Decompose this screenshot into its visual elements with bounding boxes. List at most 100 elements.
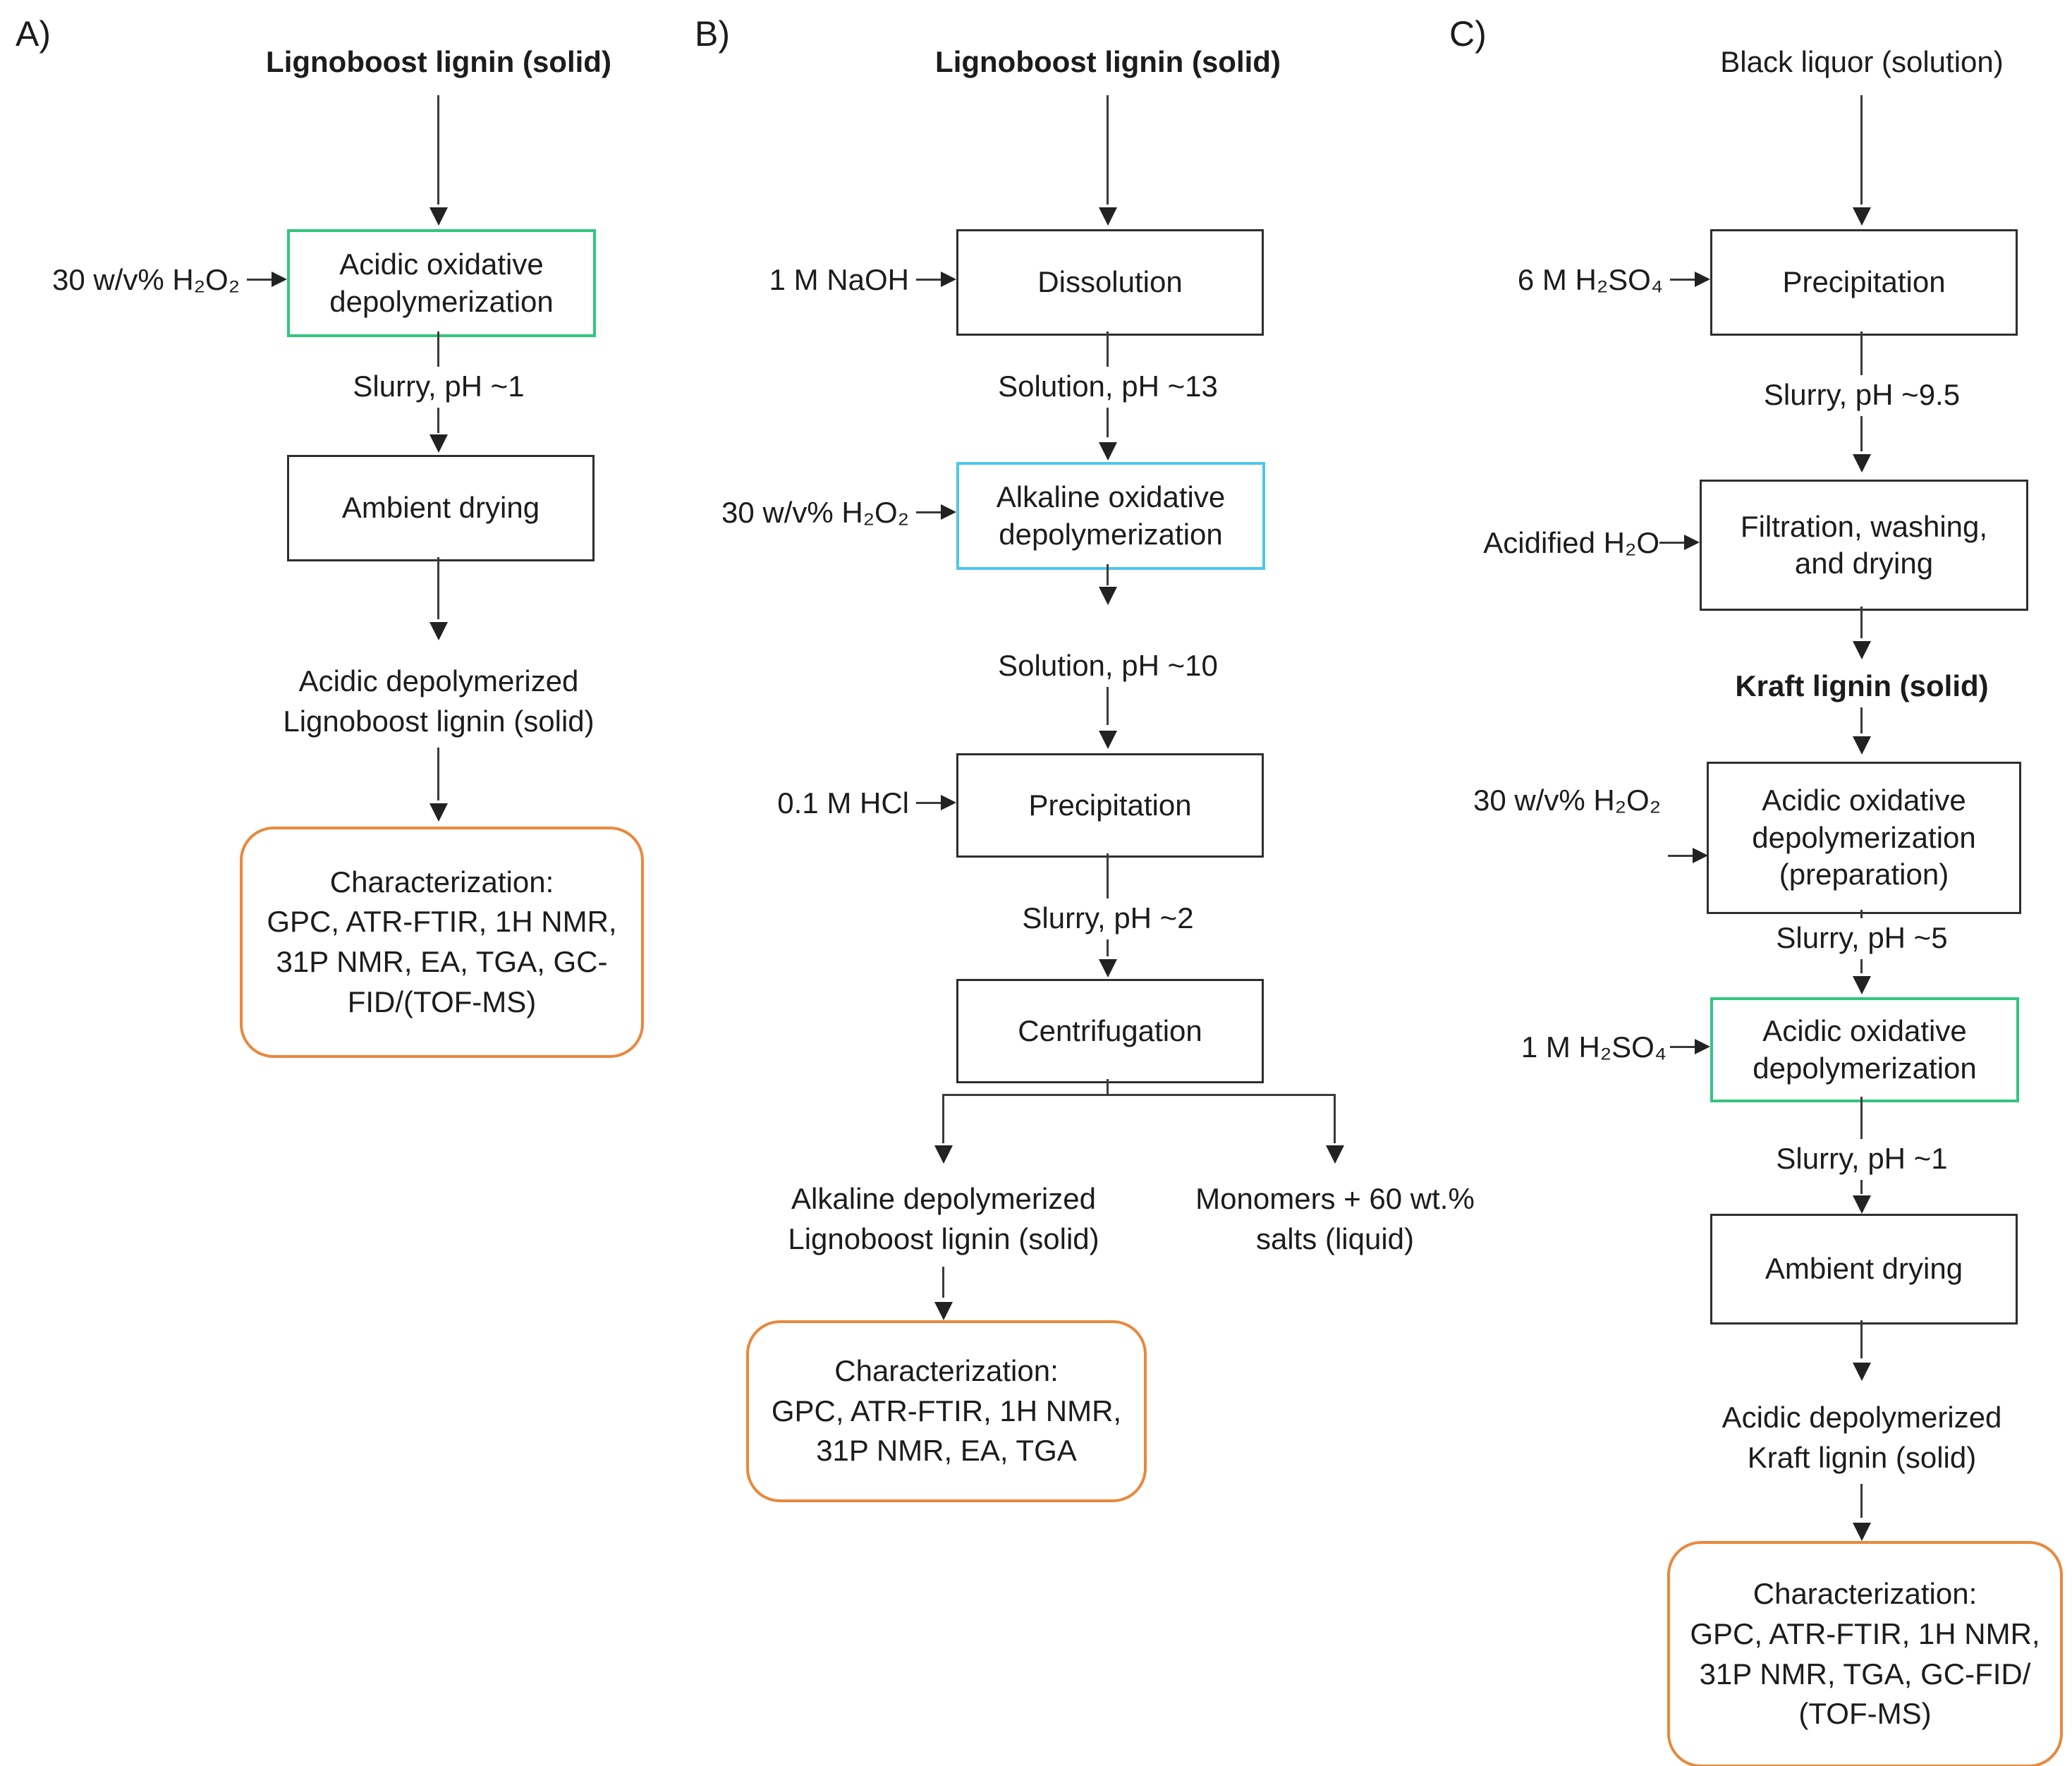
reagent-label-h2o2-c: 30 w/v% H₂O₂ [1473,784,1661,817]
state-label-slurry-ph5: Slurry, pH ~5 [1776,921,1948,954]
connector-line [1860,1180,1863,1194]
arrow-right-icon [941,504,956,520]
arrow-down-icon [429,434,448,453]
connector-line [247,279,279,281]
arrow-down-icon [1099,207,1117,226]
arrow-right-icon [1695,1039,1710,1054]
connector-line [437,408,439,433]
branch-connector [942,1094,1335,1096]
process-box-acidic-oxidative-depolymerization-a: Acidic oxidative depolymerization [287,229,596,337]
arrow-down-icon [1853,1195,1871,1214]
arrow-down-icon [1099,587,1117,605]
arrow-right-icon [272,272,287,287]
connector-line [1107,687,1109,725]
process-box-centrifugation: Centrifugation [956,979,1264,1083]
reagent-label-h2so4-6m: 6 M H₂SO₄ [1517,263,1663,296]
connector-line [1860,95,1863,205]
process-box-dissolution: Dissolution [956,229,1264,336]
connector-line [942,1267,944,1298]
connector-line [437,748,439,800]
source-label-black-liquor: Black liquor (solution) [1720,45,2004,78]
arrow-down-icon [1099,959,1117,978]
state-label-slurry-ph2: Slurry, pH ~2 [1022,901,1194,934]
process-box-ambient-drying-c: Ambient drying [1710,1214,2018,1324]
arrow-down-icon [429,207,448,226]
process-box-acidic-oxidative-depolymerization-preparation: Acidic oxidative depolymerization (prepa… [1707,762,2021,914]
branch-connector [1107,1079,1109,1095]
connector-line [916,511,949,513]
state-label-slurry-ph9-5: Slurry, pH ~9.5 [1763,378,1961,411]
arrow-right-icon [1695,272,1710,287]
connector-line [1860,416,1863,451]
connector-line [1670,1046,1702,1048]
process-box-acidic-oxidative-depolymerization-c: Acidic oxidative depolymerization [1710,997,2019,1102]
reagent-label-h2o2-a: 30 w/v% H₂O₂ [51,263,240,296]
arrow-right-icon [941,795,956,810]
product-label-monomers-salts: Monomers + 60 wt.% salts (liquid) [1195,1182,1475,1255]
reagent-label-acidified-h2o: Acidified H₂O [1483,526,1659,559]
arrow-right-icon [941,272,956,287]
arrow-down-icon [934,1145,953,1164]
state-label-slurry-ph1-a: Slurry, pH ~1 [353,370,525,403]
state-label-slurry-ph1-c: Slurry, pH ~1 [1776,1142,1948,1175]
arrow-down-icon [1853,454,1871,473]
connector-line [1860,1097,1863,1139]
connector-line [1107,95,1109,205]
connector-line [437,95,439,205]
process-box-ambient-drying-a: Ambient drying [287,455,595,561]
connector-line [1107,331,1109,367]
process-box-filtration-washing-drying: Filtration, washing, and drying [1700,480,2028,611]
connector-line [1107,408,1109,437]
connector-line [1659,542,1692,544]
reagent-label-naoh: 1 M NaOH [769,263,909,296]
process-box-precipitation-b: Precipitation [956,753,1264,858]
arrow-down-icon [1326,1145,1344,1164]
panel-a-label: A) [16,14,51,54]
reagent-label-h2o2-b: 30 w/v% H₂O₂ [721,496,909,529]
state-label-solution-ph10: Solution, pH ~10 [998,649,1218,682]
connector-line [1860,1320,1863,1358]
intermediate-label-kraft-lignin: Kraft lignin (solid) [1735,669,1989,702]
connector-line [942,1094,944,1143]
characterization-box-b: Characterization: GPC, ATR-FTIR, 1H NMR,… [746,1320,1147,1502]
arrow-down-icon [429,622,448,640]
arrow-down-icon [1099,731,1117,749]
reagent-label-h2so4-1m: 1 M H₂SO₄ [1521,1030,1666,1064]
connector-line [1107,564,1109,585]
connector-line [1860,1484,1863,1518]
source-label-lignoboost-a: Lignoboost lignin (solid) [266,45,611,78]
state-label-solution-ph13: Solution, pH ~13 [998,370,1218,403]
arrow-down-icon [1853,736,1871,755]
arrow-down-icon [1853,1523,1871,1541]
characterization-box-a: Characterization: GPC, ATR-FTIR, 1H NMR,… [240,827,644,1058]
connector-line [1670,279,1702,281]
arrow-down-icon [1853,1363,1871,1381]
arrow-down-icon [429,803,448,822]
connector-line [916,279,949,281]
arrow-down-icon [1099,442,1117,461]
connector-line [1860,707,1863,733]
reagent-label-hcl: 0.1 M HCl [777,786,909,820]
connector-line [916,802,949,804]
connector-line [1668,855,1700,857]
product-label-acidic-depolymerized-lignoboost: Acidic depolymerized Lignoboost lignin (… [283,664,595,738]
connector-line [437,557,439,619]
arrow-right-icon [1684,535,1700,550]
connector-line [1860,910,1863,918]
arrow-down-icon [1853,641,1871,659]
connector-line [1107,853,1109,899]
panel-b-label: B) [695,14,730,54]
product-label-alkaline-depolymerized-lignoboost: Alkaline depolymerized Lignoboost lignin… [788,1182,1099,1255]
panel-c-label: C) [1449,14,1487,54]
arrow-down-icon [934,1302,953,1320]
connector-line [1860,331,1863,375]
arrow-down-icon [1853,207,1871,226]
connector-line [1334,1094,1336,1143]
arrow-right-icon [1693,848,1708,863]
source-label-lignoboost-b: Lignoboost lignin (solid) [935,45,1281,78]
process-box-precipitation-c: Precipitation [1710,229,2018,336]
connector-line [1860,959,1863,973]
characterization-box-c: Characterization: GPC, ATR-FTIR, 1H NMR,… [1667,1541,2063,1766]
connector-line [437,331,439,367]
connector-line [1107,939,1109,956]
